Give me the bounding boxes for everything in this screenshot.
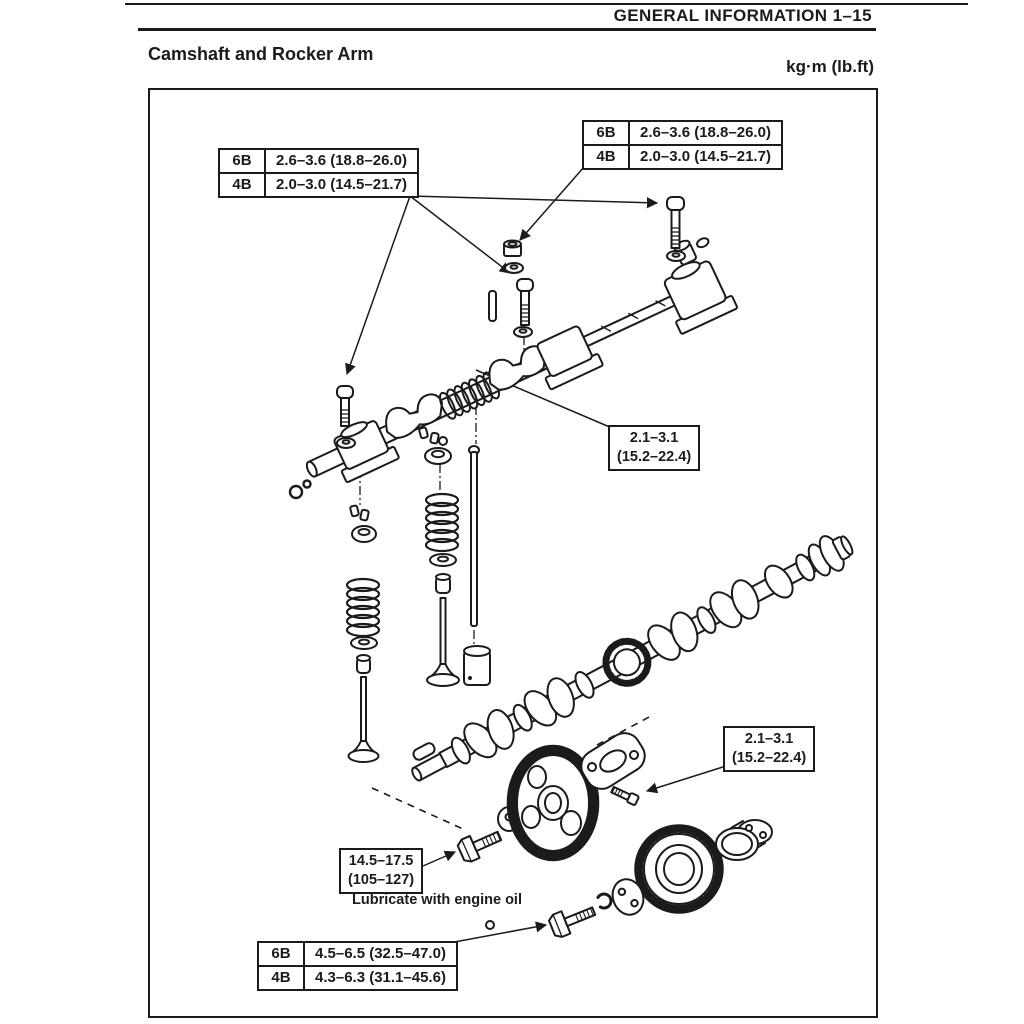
snap-ring-drawing <box>595 892 613 910</box>
valve-rod-drawing <box>468 445 480 627</box>
torque-value-lbft: (105–127) <box>348 872 415 888</box>
valve-keeper-retainer-drawing <box>349 426 452 543</box>
o-ring-drawing <box>288 479 312 500</box>
bearing-cap-drawing <box>715 819 773 861</box>
cell-engine-code: 6B <box>257 941 305 967</box>
callout-rocker-shaft-torque: 2.1–3.1 (15.2–22.4) <box>608 425 701 471</box>
thrust-plate-bolt-drawing <box>610 785 640 806</box>
page-header: GENERAL INFORMATION 1–15 <box>613 6 872 25</box>
header-underline-rule <box>138 28 876 31</box>
cell-engine-code: 4B <box>582 144 630 170</box>
cell-torque-spec: 2.0–3.0 (14.5–21.7) <box>628 144 783 170</box>
timing-gear-bolt-drawing <box>456 830 503 863</box>
cell-engine-code: 6B <box>582 120 630 146</box>
cell-torque-spec: 4.5–6.5 (32.5–47.0) <box>303 941 458 967</box>
table-row: 4B 2.0–3.0 (14.5–21.7) <box>218 172 419 198</box>
cell-torque-spec: 2.6–3.6 (18.8–26.0) <box>264 148 419 174</box>
spec-table-top-right: 6B 2.6–3.6 (18.8–26.0) 4B 2.0–3.0 (14.5–… <box>582 120 783 170</box>
small-ring-drawing <box>485 920 495 930</box>
valve-spring-group-left-drawing <box>345 577 381 763</box>
dashed-boundary-lines <box>371 715 652 830</box>
spec-table-bottom: 6B 4.5–6.5 (32.5–47.0) 4B 4.3–6.3 (31.1–… <box>257 941 458 991</box>
table-row: 6B 4.5–6.5 (32.5–47.0) <box>257 941 458 967</box>
driven-gear-drawing <box>634 824 724 914</box>
spec-table-top-left: 6B 2.6–3.6 (18.8–26.0) 4B 2.0–3.0 (14.5–… <box>218 148 419 198</box>
page-title: Camshaft and Rocker Arm <box>148 44 374 64</box>
top-edge-rule <box>125 3 968 5</box>
torque-unit-label: kg·m (lb.ft) <box>786 57 874 76</box>
cell-engine-code: 4B <box>257 965 305 991</box>
table-row: 6B 2.6–3.6 (18.8–26.0) <box>218 148 419 174</box>
torque-value-kgm: 2.1–3.1 <box>629 430 679 446</box>
cell-engine-code: 6B <box>218 148 266 174</box>
rocker-shaft-bolt-left-drawing <box>336 385 356 449</box>
table-row: 6B 2.6–3.6 (18.8–26.0) <box>582 120 783 146</box>
callout-gear-bolt-torque: 14.5–17.5 (105–127) <box>339 848 424 894</box>
cell-torque-spec: 2.0–3.0 (14.5–21.7) <box>264 172 419 198</box>
valve-spring-group-right-drawing <box>424 492 460 687</box>
tappet-drawing <box>463 645 491 686</box>
cell-torque-spec: 4.3–6.3 (31.1–45.6) <box>303 965 458 991</box>
camshaft-timing-gear-drawing <box>506 744 600 862</box>
drive-plate-drawing <box>611 878 645 916</box>
torque-value-lbft: (15.2–22.4) <box>732 750 807 766</box>
camshaft-drawing <box>411 535 854 782</box>
driven-gear-bolt-drawing <box>548 906 597 938</box>
torque-value-lbft: (15.2–22.4) <box>617 449 692 465</box>
table-row: 4B 2.0–3.0 (14.5–21.7) <box>582 144 783 170</box>
cell-torque-spec: 2.6–3.6 (18.8–26.0) <box>628 120 783 146</box>
cell-engine-code: 4B <box>218 172 266 198</box>
rocker-shaft-bolt-middle-drawing <box>488 239 534 338</box>
torque-value-kgm: 14.5–17.5 <box>348 853 414 869</box>
rocker-shaft-assembly-drawing <box>305 237 738 483</box>
rocker-shaft-bolt-right-drawing <box>666 196 686 262</box>
callout-thrust-plate-torque: 2.1–3.1 (15.2–22.4) <box>723 726 816 772</box>
thrust-plate-drawing <box>580 732 646 790</box>
torque-value-kgm: 2.1–3.1 <box>744 731 794 747</box>
table-row: 4B 4.3–6.3 (31.1–45.6) <box>257 965 458 991</box>
note-lubricate: Lubricate with engine oil <box>352 892 522 908</box>
